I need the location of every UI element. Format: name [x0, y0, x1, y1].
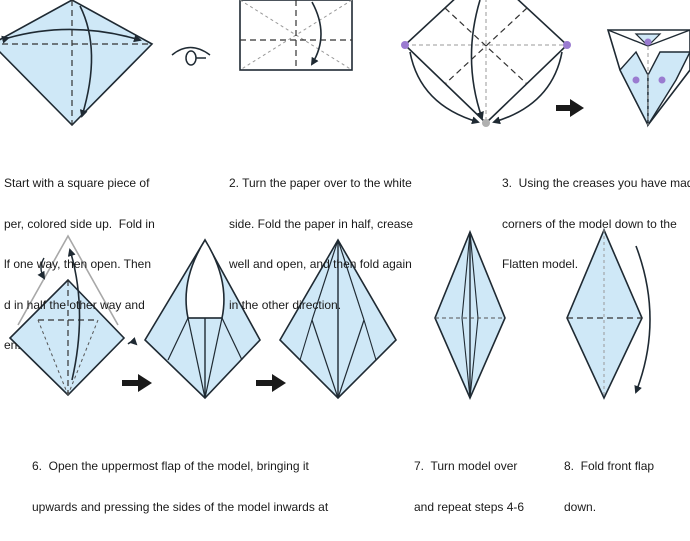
step1-fold-arrow-horizontal — [1, 28, 142, 44]
caption-line: upwards and pressing the sides of the mo… — [32, 499, 329, 514]
step8-fold-down-arrow — [634, 245, 651, 394]
caption-line: down. — [564, 499, 597, 514]
step6a-figure — [143, 238, 261, 400]
arrow-right-icon — [556, 99, 584, 117]
step3-dot-right — [563, 41, 571, 49]
caption-line: en. — [4, 338, 21, 352]
diagram-canvas — [0, 0, 690, 400]
step7-figure — [434, 229, 506, 400]
caption-line: 3. Using the creases you have mad — [502, 176, 690, 190]
step3-dot-bottom — [482, 119, 490, 127]
caption-line: side. Fold the paper in half, crease — [229, 216, 414, 231]
caption-line: Start with a square piece of — [4, 176, 150, 190]
step4-figure — [606, 29, 690, 128]
arrow-right-icon — [122, 374, 152, 392]
caption-line: and repeat steps 4-6 — [414, 499, 525, 514]
arrow-right-icon — [256, 374, 286, 392]
step3-arrow-left — [409, 51, 480, 125]
caption-line: d in half the other way and — [4, 297, 145, 312]
step7-caption: 7. Turn model over and repeat steps 4-6 — [414, 433, 524, 541]
caption-line: in the other direction. — [229, 297, 342, 312]
origami-instructions: Start with a square piece of per, colore… — [0, 0, 690, 513]
step3-arrow-top — [470, 0, 484, 120]
step5-lift-arrow — [67, 248, 81, 381]
step1-fold-arrow-vertical — [79, 5, 93, 118]
step1-figure — [0, 0, 154, 127]
step8-caption: 8. Fold front flap down. — [564, 433, 654, 541]
caption-line: Flatten model. — [502, 257, 579, 271]
step3-caption: 3. Using the creases you have mad corner… — [502, 150, 690, 299]
caption-line: 6. Open the uppermost flap of the model,… — [32, 459, 309, 473]
step5-figure — [8, 234, 138, 397]
step1-paper-square — [0, 0, 154, 127]
eye-turn-over-icon — [171, 46, 211, 66]
step3-arrow-right — [492, 51, 563, 125]
caption-line: per, colored side up. Fold in — [4, 216, 155, 231]
caption-line: lf one way, then open. Then — [4, 257, 151, 271]
step2-figure — [239, 0, 353, 71]
step8-figure — [566, 227, 651, 400]
step6-caption: 6. Open the uppermost flap of the model,… — [32, 433, 328, 541]
caption-line: 8. Fold front flap — [564, 459, 655, 473]
step3-figure — [401, 0, 571, 127]
step1-caption: Start with a square piece of per, colore… — [4, 150, 155, 380]
caption-line: 2. Turn the paper over to the white — [229, 176, 412, 190]
step3-dot-left — [401, 41, 409, 49]
step2-fold-arrow — [310, 1, 322, 66]
step6b-figure — [278, 238, 398, 400]
step2-caption: 2. Turn the paper over to the white side… — [229, 150, 413, 339]
caption-line: 7. Turn model over — [414, 459, 518, 473]
caption-line: corners of the model down to the — [502, 216, 677, 231]
caption-line: well and open, and then fold again — [229, 257, 412, 271]
